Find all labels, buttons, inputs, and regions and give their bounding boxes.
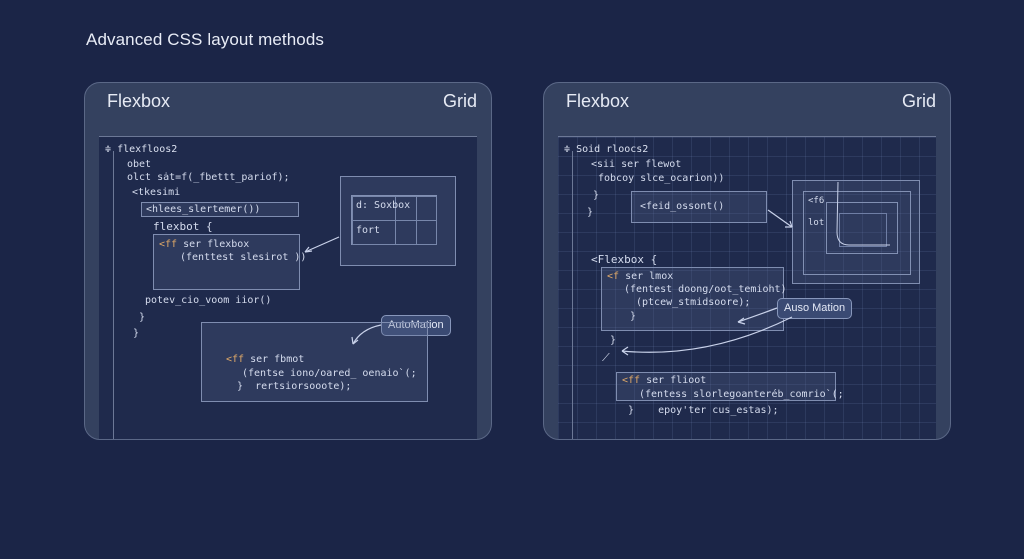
- right-editor-tab[interactable]: ≑ Soid rloocs2: [564, 144, 648, 155]
- code-line: <feid_ossont(): [640, 201, 725, 212]
- code-line: <tkesimi: [132, 187, 181, 198]
- code-line: (fentest doong/oot_temioht): [624, 284, 787, 295]
- grid-preview-inner: [826, 202, 898, 254]
- code-line: }: [610, 335, 617, 346]
- bottom-code-box-outline: [616, 372, 836, 401]
- right-panel: Flexbox Grid ≑ Soid rloocs2 <sii ser fle…: [543, 82, 951, 440]
- grid-preview-box: d: Soxbox fort: [340, 176, 456, 266]
- automation-callout[interactable]: Auso Mation: [777, 298, 853, 319]
- code-line: (fentse iono/oared_ oenaio`(;: [242, 368, 417, 379]
- code-line: }: [139, 312, 146, 323]
- left-panel-flexbox-label[interactable]: Flexbox: [107, 91, 171, 111]
- code-line: obet: [127, 159, 152, 170]
- left-panel-grid-label[interactable]: Grid: [442, 91, 477, 111]
- page-title: Advanced CSS layout methods: [86, 30, 325, 49]
- right-panel-grid-label[interactable]: Grid: [901, 91, 936, 111]
- flexbox-code-box: <ff ser flexbox (fenttest slesirot )): [153, 234, 306, 290]
- bottom-code-box: <ff ser fbmot (fentse iono/oared_ oenaio…: [201, 322, 428, 402]
- arrow-to-grid-preview: [304, 236, 340, 253]
- grid-preview-label: lot: [808, 218, 825, 228]
- grid-preview-label: d: Soxbox: [356, 200, 411, 211]
- arrow-to-flex-item: [621, 316, 793, 353]
- arrow-from-callout: [352, 324, 382, 345]
- grid-code-box: <feid_ossont(): [631, 191, 767, 223]
- code-line: }: [630, 311, 637, 322]
- code-line: <f ser lmox: [607, 271, 674, 282]
- grid-preview-curve: [836, 181, 890, 246]
- right-panel-header: Flexbox Grid: [566, 91, 936, 113]
- highlight-line-box: <hlees_slertemer()): [141, 202, 299, 217]
- grid-cell: [416, 220, 437, 245]
- code-line: <ff ser fbmot: [226, 354, 305, 365]
- cross-arrow-icon: ⟋: [602, 351, 610, 364]
- right-editor-gutter: [572, 151, 573, 439]
- arrow-from-callout: [737, 307, 778, 323]
- code-line: olct sȧt=f(_fbettt_pariof);: [127, 172, 290, 183]
- left-code-editor[interactable]: ≑ flexfloos2 obet olct sȧt=f(_fbettt_par…: [99, 136, 477, 439]
- grid-preview-label: fort: [356, 225, 381, 236]
- code-line: (ptcew_stmidsoore);: [636, 297, 751, 308]
- code-line: <ff ser flexbox: [159, 239, 250, 250]
- left-editor-tab[interactable]: ≑ flexfloos2: [105, 144, 177, 155]
- code-line: fobcoy slce_ocarion)): [598, 173, 725, 184]
- code-line: } rertsiorsooote);: [237, 381, 352, 392]
- code-line: }: [593, 190, 600, 201]
- left-panel: Flexbox Grid ≑ flexfloos2 obet olct sȧt=…: [84, 82, 492, 440]
- code-line: (fenttest slesirot )): [180, 252, 307, 263]
- grid-preview-outer: <f6 lot: [803, 191, 911, 275]
- code-line: flexbot {: [153, 220, 213, 233]
- left-editor-tab-label: flexfloos2: [117, 144, 178, 155]
- left-editor-gutter: [113, 151, 114, 439]
- code-line: }: [133, 328, 140, 339]
- code-line: } epoy'ter cus_estas);: [628, 405, 779, 416]
- grid-preview-table: d: Soxbox fort: [351, 195, 437, 245]
- left-arrows: [304, 236, 382, 345]
- code-line: <hlees_slertemer()): [146, 204, 261, 215]
- grid-preview-box: <f6 lot: [792, 180, 920, 284]
- grid-preview-label: <f6: [808, 196, 825, 206]
- grid-cell: [839, 213, 887, 247]
- code-line: potev_cio_voom iior(): [145, 295, 272, 306]
- code-line: <ff ser flioot: [622, 375, 707, 386]
- code-line: <sii ser flewot: [591, 159, 682, 170]
- right-arrows: [621, 181, 890, 356]
- flexbox-code-box: <f ser lmox (fentest doong/oot_temioht) …: [601, 267, 787, 331]
- arrow-to-grid-preview: [767, 209, 793, 228]
- menu-icon: ≑: [564, 144, 571, 155]
- code-line: <Flexbox {: [591, 253, 658, 266]
- code-line: }: [587, 207, 594, 218]
- right-code-editor[interactable]: ≑ Soid rloocs2 <sii ser flewot fobcoy sl…: [558, 136, 936, 439]
- left-panel-header: Flexbox Grid: [107, 91, 477, 113]
- right-editor-tab-label: Soid rloocs2: [576, 144, 649, 155]
- menu-icon: ≑: [105, 144, 112, 155]
- right-panel-flexbox-label[interactable]: Flexbox: [566, 91, 630, 111]
- code-line: (fentess slorlegoanteréb_comrio`(;: [639, 389, 844, 400]
